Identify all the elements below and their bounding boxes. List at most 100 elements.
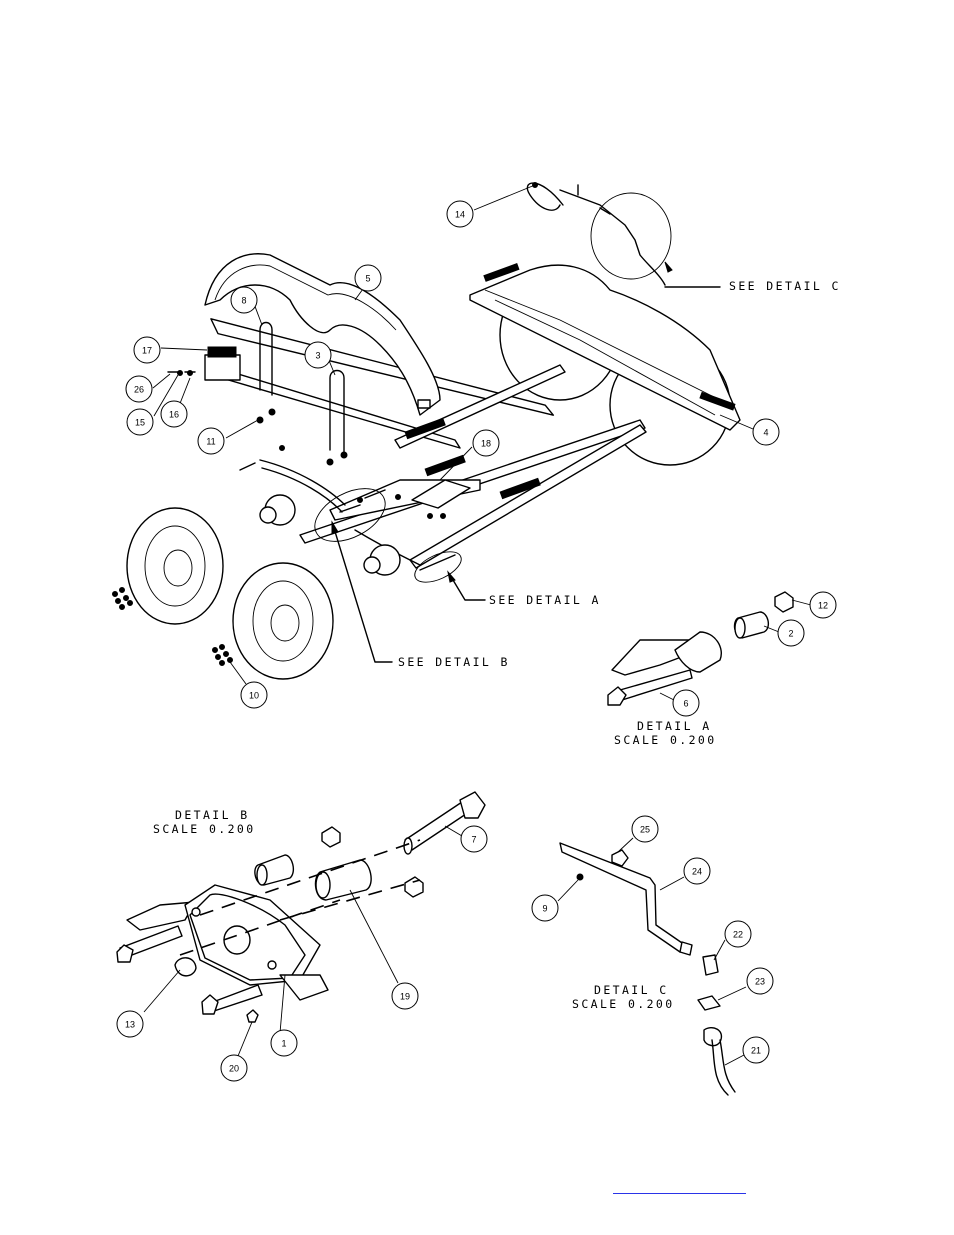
detail-b-drawing [116, 791, 486, 1057]
detail-a-drawing [607, 591, 812, 706]
u-bolts [167, 321, 348, 466]
callout-15: 15 [126, 408, 154, 436]
callout-number: 26 [134, 385, 144, 395]
view-labels: SEE DETAIL C SEE DETAIL A SEE DETAIL B D… [153, 279, 841, 1011]
callout-number: 4 [763, 428, 768, 438]
callout-circle [126, 408, 154, 436]
axle-springs-hubs [239, 445, 462, 583]
see-detail-c-label: SEE DETAIL C [729, 279, 841, 293]
callout-circle [160, 400, 188, 428]
callout-11: 11 [197, 427, 225, 455]
callout-number: 5 [365, 274, 370, 284]
callout-4: 4 [752, 418, 780, 446]
callout-number: 24 [692, 867, 702, 877]
callout-circle [197, 427, 225, 455]
callout-circle [304, 341, 332, 369]
callout-circle [472, 429, 500, 457]
see-detail-b-label: SEE DETAIL B [398, 655, 510, 669]
callout-number: 16 [169, 410, 179, 420]
callout-number: 22 [733, 930, 743, 940]
callout-number: 8 [241, 296, 246, 306]
callout-19: 19 [391, 982, 419, 1010]
callout-circle [724, 920, 752, 948]
fender-step [411, 479, 471, 519]
callout-number: 10 [249, 691, 259, 701]
callout-1: 1 [270, 1029, 298, 1057]
callout-circle [460, 825, 488, 853]
callout-number: 7 [471, 835, 476, 845]
callout-circle [742, 1036, 770, 1064]
callout-number: 17 [142, 346, 152, 356]
callout-9: 9 [531, 894, 559, 922]
callout-23: 23 [746, 967, 774, 995]
callout-number: 14 [455, 210, 465, 220]
callout-6: 6 [672, 689, 700, 717]
callout-number: 18 [481, 439, 491, 449]
lug-nuts-right [212, 644, 233, 666]
callout-circle [531, 894, 559, 922]
callout-22: 22 [724, 920, 752, 948]
callout-number: 21 [751, 1046, 761, 1056]
lug-nuts-left [112, 587, 133, 610]
detail-c-title: DETAIL C [594, 983, 669, 997]
footer-link[interactable] [613, 1179, 746, 1194]
callout-16: 16 [160, 400, 188, 428]
callout-circle [746, 967, 774, 995]
callout-circle [777, 619, 805, 647]
callout-25: 25 [631, 815, 659, 843]
callout-7: 7 [460, 825, 488, 853]
callout-circle [220, 1054, 248, 1082]
see-detail-a-label: SEE DETAIL A [489, 593, 601, 607]
callout-circle [116, 1010, 144, 1038]
callout-circle [230, 286, 258, 314]
callout-5: 5 [354, 264, 382, 292]
callout-14: 14 [446, 200, 474, 228]
callout-circle [683, 857, 711, 885]
callout-21: 21 [742, 1036, 770, 1064]
detail-b-title: DETAIL B [175, 808, 250, 822]
callout-circle [752, 418, 780, 446]
callout-number: 2 [788, 629, 793, 639]
detail-b-scale: SCALE 0.200 [153, 822, 256, 836]
callout-3: 3 [304, 341, 332, 369]
detail-c-drawing [557, 837, 747, 1096]
callout-12: 12 [809, 591, 837, 619]
callout-number: 1 [281, 1039, 286, 1049]
callout-2: 2 [777, 619, 805, 647]
callout-number: 9 [542, 904, 547, 914]
callout-10: 10 [240, 681, 268, 709]
callout-circle [809, 591, 837, 619]
callout-24: 24 [683, 857, 711, 885]
callout-number: 6 [683, 699, 688, 709]
leader-lines [152, 184, 754, 685]
detail-c-scale: SCALE 0.200 [572, 997, 675, 1011]
callout-20: 20 [220, 1054, 248, 1082]
callout-8: 8 [230, 286, 258, 314]
callout-circle [391, 982, 419, 1010]
callout-number: 13 [125, 1020, 135, 1030]
callout-circle [631, 815, 659, 843]
callout-circle [672, 689, 700, 717]
callout-17: 17 [133, 336, 161, 364]
callout-number: 23 [755, 977, 765, 987]
callout-circle [270, 1029, 298, 1057]
callout-circle [446, 200, 474, 228]
callout-number: 20 [229, 1064, 239, 1074]
callout-number: 19 [400, 992, 410, 1002]
callout-number: 25 [640, 825, 650, 835]
callout-number: 3 [315, 351, 320, 361]
callout-circle [354, 264, 382, 292]
callout-18: 18 [472, 429, 500, 457]
detail-a-title: DETAIL A [637, 719, 712, 733]
callout-number: 12 [818, 601, 828, 611]
callout-number: 15 [135, 418, 145, 428]
callout-circle [133, 336, 161, 364]
detail-a-scale: SCALE 0.200 [614, 733, 717, 747]
callout-13: 13 [116, 1010, 144, 1038]
callout-number: 11 [206, 437, 215, 447]
callout-circle [240, 681, 268, 709]
left-fender [204, 253, 441, 416]
callout-circle [125, 375, 153, 403]
